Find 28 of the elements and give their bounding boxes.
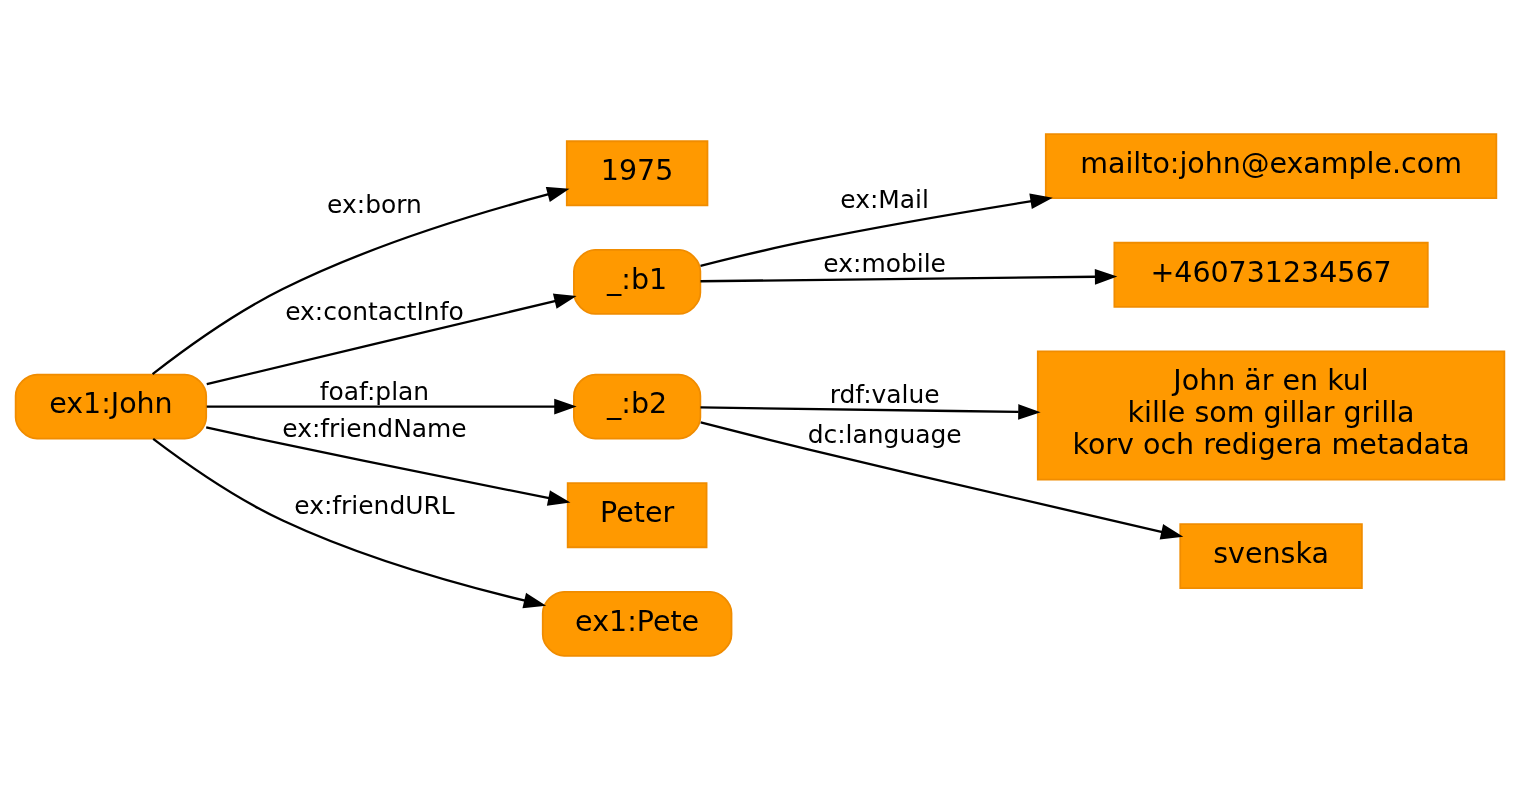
arrow: [700, 421, 1184, 540]
node-box: _:b1: [573, 249, 702, 315]
node-box: mailto:john@example.com: [1044, 133, 1498, 200]
edge-label: dc:language: [807, 419, 962, 449]
arrow: [206, 398, 577, 415]
edge-label: ex:mobile: [823, 248, 946, 278]
node-box: ex1:John: [14, 373, 208, 440]
node-box: svenska: [1179, 523, 1363, 590]
arrow: [700, 404, 1041, 420]
node-box: Peter: [566, 482, 708, 549]
edge-label: ex:friendURL: [294, 490, 455, 520]
node-box: +460731234567: [1113, 241, 1429, 308]
edge-label: rdf:value: [829, 380, 940, 410]
arrow: [151, 186, 570, 375]
arrow: [700, 268, 1118, 285]
edge-label: ex:friendName: [282, 414, 467, 444]
arrow: [206, 293, 577, 386]
arrow: [152, 438, 547, 609]
node-box: _:b2: [573, 373, 702, 440]
node-box: ex1:Pete: [541, 590, 733, 657]
edge-label: ex:contactInfo: [285, 296, 464, 326]
edge-label: foaf:plan: [319, 376, 430, 406]
edge-label: ex:born: [327, 189, 422, 219]
node-box: 1975: [565, 140, 709, 207]
arrow: [700, 193, 1053, 267]
arrow: [205, 426, 571, 506]
node-box: John är en kul kille som gillar grilla korv och redigera metadata: [1036, 350, 1506, 481]
edge-label: ex:Mail: [840, 184, 929, 214]
